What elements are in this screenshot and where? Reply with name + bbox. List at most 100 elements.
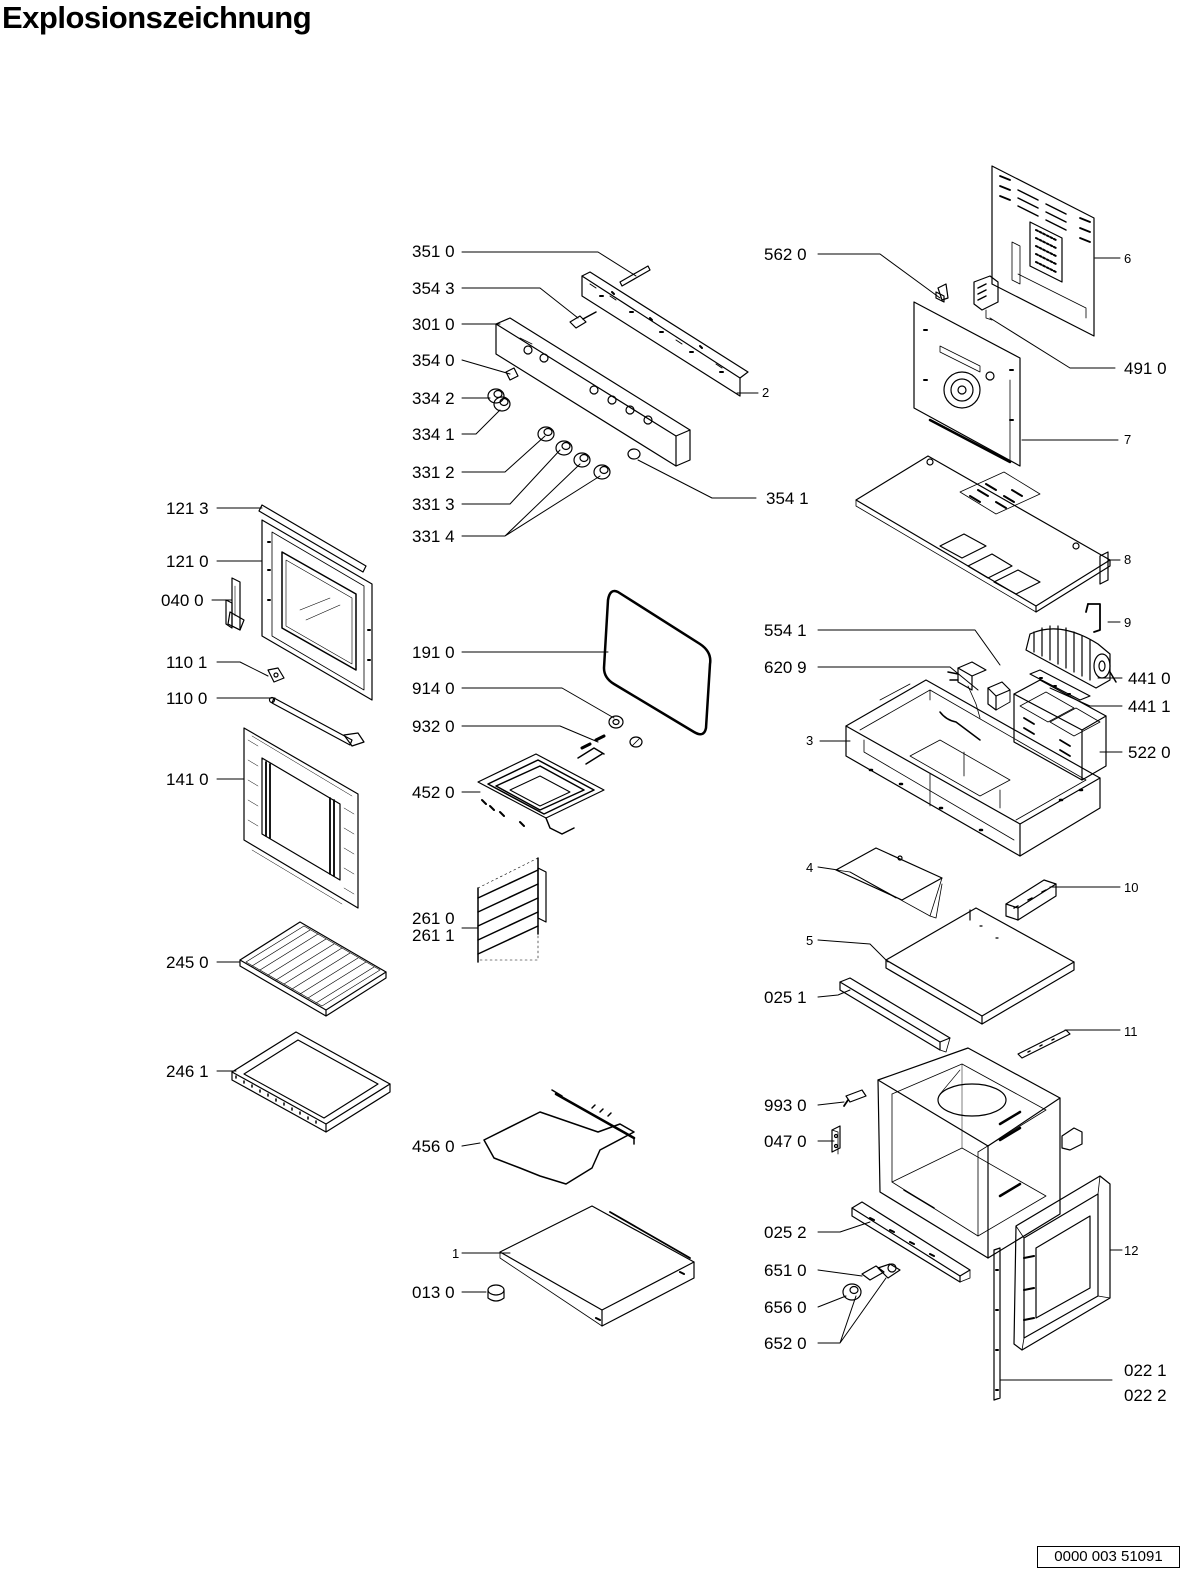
control-panel-bracket: [582, 272, 748, 396]
label-651-0: 651 0: [764, 1261, 807, 1280]
label-354-3: 354 3: [412, 279, 455, 298]
label-047-0: 047 0: [764, 1132, 807, 1151]
strip-11: [1018, 1030, 1070, 1058]
knob-331-4a: [574, 453, 590, 467]
label-522-0: 522 0: [1128, 743, 1171, 762]
bracket-10: [1006, 880, 1056, 920]
label-191-0: 191 0: [412, 643, 455, 662]
oven-housing: [846, 680, 1100, 856]
label-452-0: 452 0: [412, 783, 455, 802]
air-duct-tube: [1086, 604, 1100, 632]
label-354-1: 354 1: [766, 489, 809, 508]
knob-331-4b: [594, 465, 610, 479]
label-6: 6: [1124, 251, 1132, 266]
label-013-0: 013 0: [412, 1283, 455, 1302]
label-441-0: 441 0: [1128, 669, 1171, 688]
label-261-1: 261 1: [412, 926, 455, 945]
foot-bumper: [488, 1285, 504, 1301]
knob-334-2: [488, 389, 504, 403]
oven-door-gasket: [604, 591, 710, 734]
rail-025-2: [852, 1202, 970, 1282]
label-121-0: 121 0: [166, 552, 209, 571]
top-heating-element: [478, 736, 604, 834]
label-301-0: 301 0: [412, 315, 455, 334]
door-clip: [268, 668, 284, 682]
label-620-9: 620 9: [764, 658, 807, 677]
lamp-glass-656: [843, 1284, 861, 1300]
fan-motor-bracket: [1030, 670, 1090, 700]
label-554-1: 554 1: [764, 621, 807, 640]
oven-cavity: [878, 1048, 1082, 1258]
latch-047: [832, 1126, 840, 1154]
document-number: 0000 003 51091: [1037, 1546, 1180, 1568]
baking-tray: [232, 1032, 390, 1132]
label-040-0: 040 0: [161, 591, 204, 610]
label-245-0: 245 0: [166, 953, 209, 972]
outer-glass-panel: [244, 728, 358, 908]
indicator-lamp: [628, 449, 640, 459]
label-8: 8: [1124, 552, 1132, 567]
label-351-0: 351 0: [412, 242, 455, 261]
door-hinge: [226, 578, 244, 630]
label-456-0: 456 0: [412, 1137, 455, 1156]
control-panel-fascia: [496, 318, 690, 466]
label-246-1: 246 1: [166, 1062, 209, 1081]
label-1: 1: [452, 1246, 460, 1261]
lamp-socket-651: [862, 1264, 900, 1280]
wire-rack: [240, 922, 386, 1016]
label-5: 5: [806, 933, 814, 948]
top-cover-plate: [856, 456, 1110, 612]
label-932-0: 932 0: [412, 717, 455, 736]
label-441-1: 441 1: [1128, 697, 1171, 716]
knob-334-1: [494, 397, 510, 411]
label-334-1: 334 1: [412, 425, 455, 444]
label-491-0: 491 0: [1124, 359, 1167, 378]
label-914-0: 914 0: [412, 679, 455, 698]
electronic-module: [1014, 680, 1106, 780]
label-993-0: 993 0: [764, 1096, 807, 1115]
knob-331-2: [538, 427, 554, 441]
label-11: 11: [1124, 1024, 1138, 1039]
label-110-1: 110 1: [166, 653, 208, 672]
rear-cover-panel: [992, 166, 1094, 336]
label-022-1: 022 1: [1124, 1361, 1167, 1380]
door-lock-latch: [844, 1090, 866, 1106]
hinge-strip-022: [994, 1248, 1000, 1400]
label-7: 7: [1124, 432, 1132, 447]
bottom-heating-element: [484, 1090, 634, 1184]
leader-lines: [212, 252, 1122, 1380]
cable-clip: [936, 284, 948, 302]
label-121-3: 121 3: [166, 499, 209, 518]
label-656-0: 656 0: [764, 1298, 807, 1317]
rear-inner-panel: [914, 302, 1020, 466]
label-9: 9: [1124, 615, 1132, 630]
control-panel-screw: [570, 312, 596, 328]
label-652-0: 652 0: [764, 1334, 807, 1353]
label-334-2: 334 2: [412, 389, 455, 408]
control-panel-pin: [620, 266, 650, 286]
label-022-2: 022 2: [1124, 1386, 1167, 1405]
lamp-holder: [630, 737, 642, 747]
knob-spacer: [506, 368, 518, 380]
label-025-2: 025 2: [764, 1223, 807, 1242]
label-2: 2: [762, 385, 770, 400]
label-025-1: 025 1: [764, 988, 807, 1007]
door-handle-rod: [270, 698, 365, 747]
label-331-2: 331 2: [412, 463, 455, 482]
label-12: 12: [1124, 1243, 1139, 1258]
tangential-fan: [1026, 626, 1116, 688]
door-frame-12: [1014, 1176, 1110, 1350]
label-562-0: 562 0: [764, 245, 807, 264]
label-10: 10: [1124, 880, 1139, 895]
rail-025-1: [840, 978, 950, 1052]
thermostat-switch: [948, 662, 986, 718]
label-331-4: 331 4: [412, 527, 455, 546]
label-354-0: 354 0: [412, 351, 455, 370]
control-switch: [988, 682, 1010, 710]
side-shelf-runner: [478, 858, 546, 962]
label-261-0: 261 0: [412, 909, 455, 928]
terminal-block: [974, 276, 998, 320]
oven-bottom-plate: [500, 1206, 694, 1326]
knob-331-3: [556, 441, 572, 455]
